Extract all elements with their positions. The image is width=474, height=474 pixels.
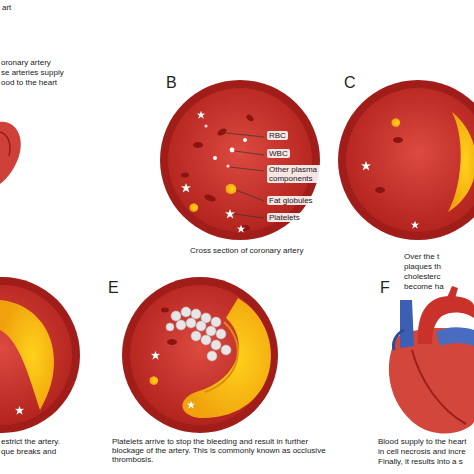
- artery-with-plaque: [346, 88, 474, 232]
- artery-narrowed: [0, 285, 72, 425]
- heart-partial: [0, 122, 21, 184]
- caption: Blood supply to the heart: [378, 437, 467, 446]
- artery-cross-section: [193, 142, 203, 148]
- artery-cross-section: [160, 80, 320, 240]
- artery-cross-section: [237, 225, 245, 233]
- artery-thrombosis: [196, 321, 206, 331]
- caption: Finally, it results into a s: [378, 457, 463, 466]
- heart-illustration: [446, 286, 458, 302]
- artery-thrombosis: [122, 277, 278, 433]
- artery-thrombosis: [182, 298, 271, 418]
- leader-line: [226, 133, 264, 218]
- artery-cross-section: [216, 127, 228, 137]
- panel-text: ood to the heart: [1, 78, 57, 87]
- artery-narrowed: [15, 406, 24, 415]
- artery-with-plaque: [393, 137, 403, 143]
- artery-thrombosis: [211, 340, 221, 350]
- artery-thrombosis: [161, 308, 169, 313]
- heart-partial: [0, 122, 21, 184]
- heart-illustration: [412, 350, 466, 424]
- part-label: Fat globules: [267, 196, 315, 205]
- panel-text: oronary artery: [1, 58, 51, 67]
- artery-thrombosis: [181, 307, 191, 317]
- artery-cross-section: [190, 203, 199, 212]
- panel-letter: F: [380, 279, 390, 297]
- caption: estrict the artery.: [1, 437, 60, 446]
- part-label: Platelets: [267, 213, 302, 222]
- artery-with-plaque: [338, 80, 474, 240]
- artery-narrowed: [0, 277, 80, 433]
- artery-thrombosis: [191, 331, 201, 341]
- artery-with-plaque: [392, 118, 401, 127]
- artery-with-plaque: [361, 161, 371, 171]
- artery-cross-section: [225, 209, 235, 219]
- artery-with-plaque: [375, 187, 385, 193]
- caption: cholesterc: [404, 272, 440, 281]
- artery-cross-section: [160, 80, 320, 240]
- part-label: RBC: [267, 131, 288, 140]
- artery-cross-section: [243, 138, 247, 142]
- artery-cross-section: [213, 156, 217, 160]
- artery-thrombosis: [191, 309, 201, 319]
- artery-thrombosis: [216, 329, 226, 339]
- panel-text: art: [2, 3, 11, 12]
- caption: Cross section of coronary artery: [190, 246, 303, 255]
- artery-thrombosis: [122, 277, 278, 433]
- leader-line: [226, 133, 264, 137]
- caption: in cell necrosis and incre: [378, 447, 466, 456]
- artery-thrombosis: [211, 317, 221, 327]
- artery-cross-section: [204, 124, 207, 127]
- artery-cross-section: [181, 183, 191, 193]
- caption: Over the t: [404, 252, 439, 261]
- artery-with-plaque: [338, 80, 474, 240]
- caption: plaques th: [404, 262, 441, 271]
- artery-cross-section: [226, 184, 237, 194]
- panel-letter: C: [344, 74, 356, 92]
- artery-narrowed: [0, 300, 54, 410]
- artery-narrowed: [0, 277, 80, 433]
- leader-line: [236, 190, 264, 201]
- artery-thrombosis: [150, 376, 159, 385]
- caption: que breaks and: [1, 447, 56, 456]
- artery-cross-section: [245, 114, 254, 123]
- artery-thrombosis: [207, 351, 217, 361]
- leader-line: [230, 167, 264, 171]
- artery-cross-section: [203, 193, 216, 203]
- caption: Platelets arrive to stop the bleeding an…: [112, 437, 327, 465]
- artery-cross-section: [197, 111, 205, 119]
- artery-thrombosis: [221, 345, 231, 355]
- panel-letter: E: [108, 279, 119, 297]
- panel-letter: B: [166, 74, 177, 92]
- heart-illustration: [389, 286, 474, 434]
- artery-thrombosis: [166, 323, 174, 331]
- artery-thrombosis: [151, 351, 160, 360]
- leader-line: [235, 151, 264, 155]
- leader-line: [234, 214, 264, 218]
- heart-illustration: [400, 300, 414, 348]
- artery-cross-section: [168, 88, 312, 232]
- artery-thrombosis: [171, 311, 181, 321]
- part-label: Other plasma components: [267, 165, 321, 183]
- heart-partial: [0, 132, 10, 156]
- panel-text: se arteries supply: [1, 68, 64, 77]
- artery-cross-section: [181, 173, 189, 178]
- part-label: WBC: [267, 149, 290, 158]
- artery-cross-section: [230, 148, 235, 153]
- artery-cross-section: [226, 164, 229, 167]
- artery-thrombosis: [187, 401, 195, 409]
- artery-thrombosis: [186, 318, 196, 328]
- caption: become ha: [404, 282, 444, 291]
- artery-with-plaque: [411, 221, 419, 229]
- artery-thrombosis: [176, 320, 186, 330]
- artery-thrombosis: [167, 339, 177, 345]
- artery-thrombosis: [206, 326, 216, 336]
- artery-thrombosis: [166, 307, 231, 361]
- artery-thrombosis: [205, 322, 238, 392]
- heart-illustration: [393, 330, 404, 350]
- artery-thrombosis: [201, 335, 211, 345]
- heart-illustration: [436, 327, 474, 346]
- artery-with-plaque: [448, 112, 474, 212]
